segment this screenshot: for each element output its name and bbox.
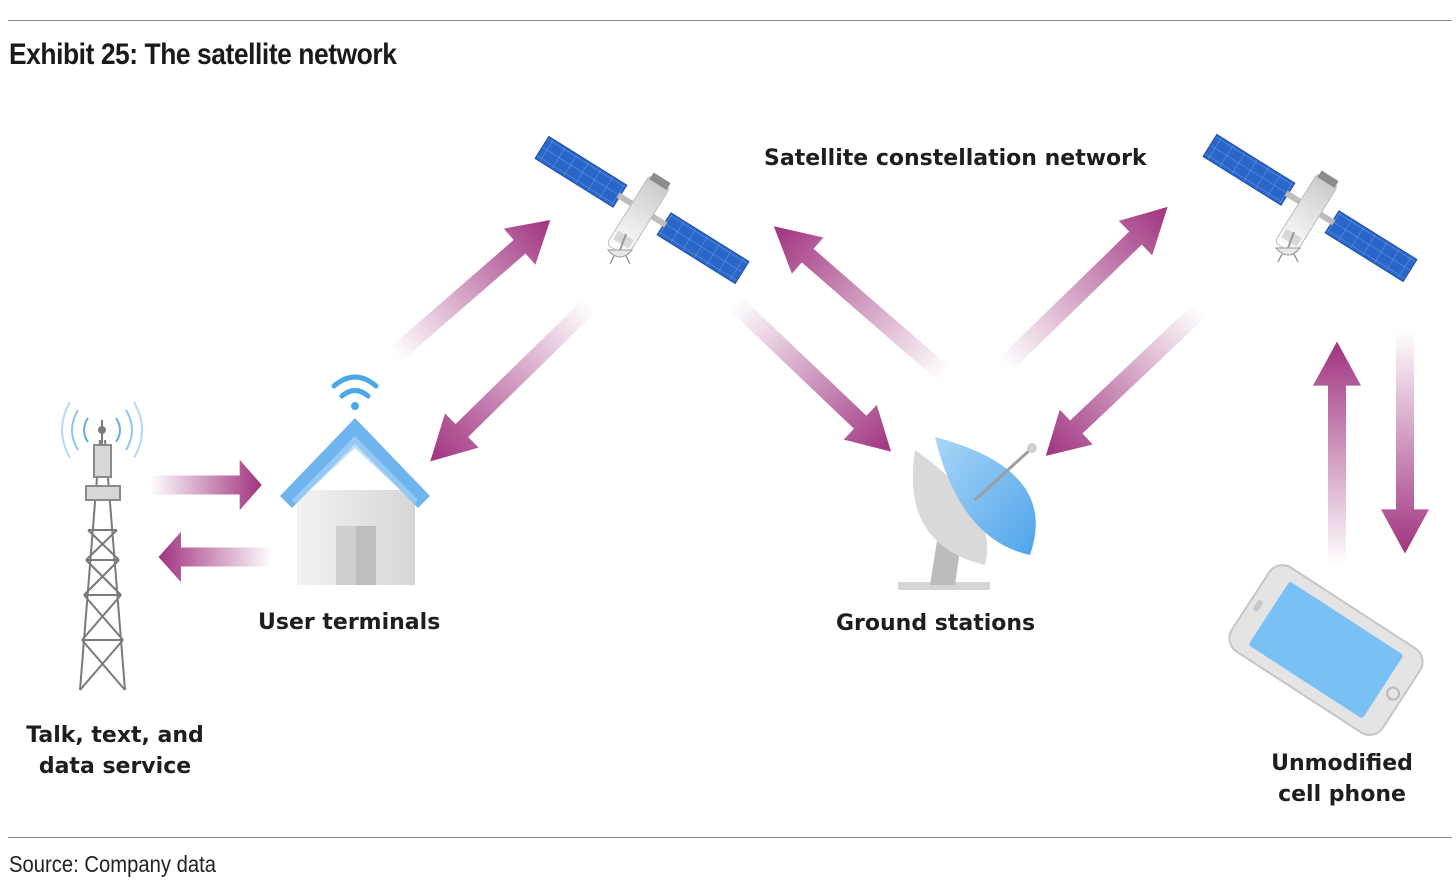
source-note: Source: Company data: [9, 851, 217, 877]
cell-tower-label: Talk, text, and data service: [18, 720, 212, 782]
top-rule: [8, 20, 1452, 21]
satellite-dish-icon: [898, 437, 1037, 590]
arrow-phone-to-satellite: [1313, 341, 1361, 565]
smartphone-icon: [1228, 564, 1424, 736]
bottom-rule: [8, 837, 1452, 838]
constellation-label: Satellite constellation network: [764, 146, 1147, 171]
cell-tower-label-line2: data service: [38, 754, 192, 779]
ground-stations-label: Ground stations: [836, 611, 1036, 636]
exhibit-title: Exhibit 25: The satellite network: [9, 38, 397, 71]
arrow-satellite-to-phone: [1381, 330, 1429, 554]
arrow-tower-to-house: [150, 459, 262, 511]
cell-tower-label-line1: Talk, text, and: [26, 723, 204, 748]
user-terminals-label: User terminals: [258, 610, 441, 635]
cell-tower-icon: [61, 401, 143, 691]
wifi-icon: [331, 374, 379, 410]
phone-label-line1: Unmodified: [1271, 751, 1413, 776]
phone-label: Unmodified cell phone: [1248, 748, 1436, 810]
satellite-icon: [534, 135, 750, 285]
arrow-house-to-tower: [158, 531, 272, 583]
phone-label-line2: cell phone: [1278, 782, 1406, 807]
satellite-icon: [1202, 133, 1418, 283]
house-icon: [280, 418, 430, 585]
